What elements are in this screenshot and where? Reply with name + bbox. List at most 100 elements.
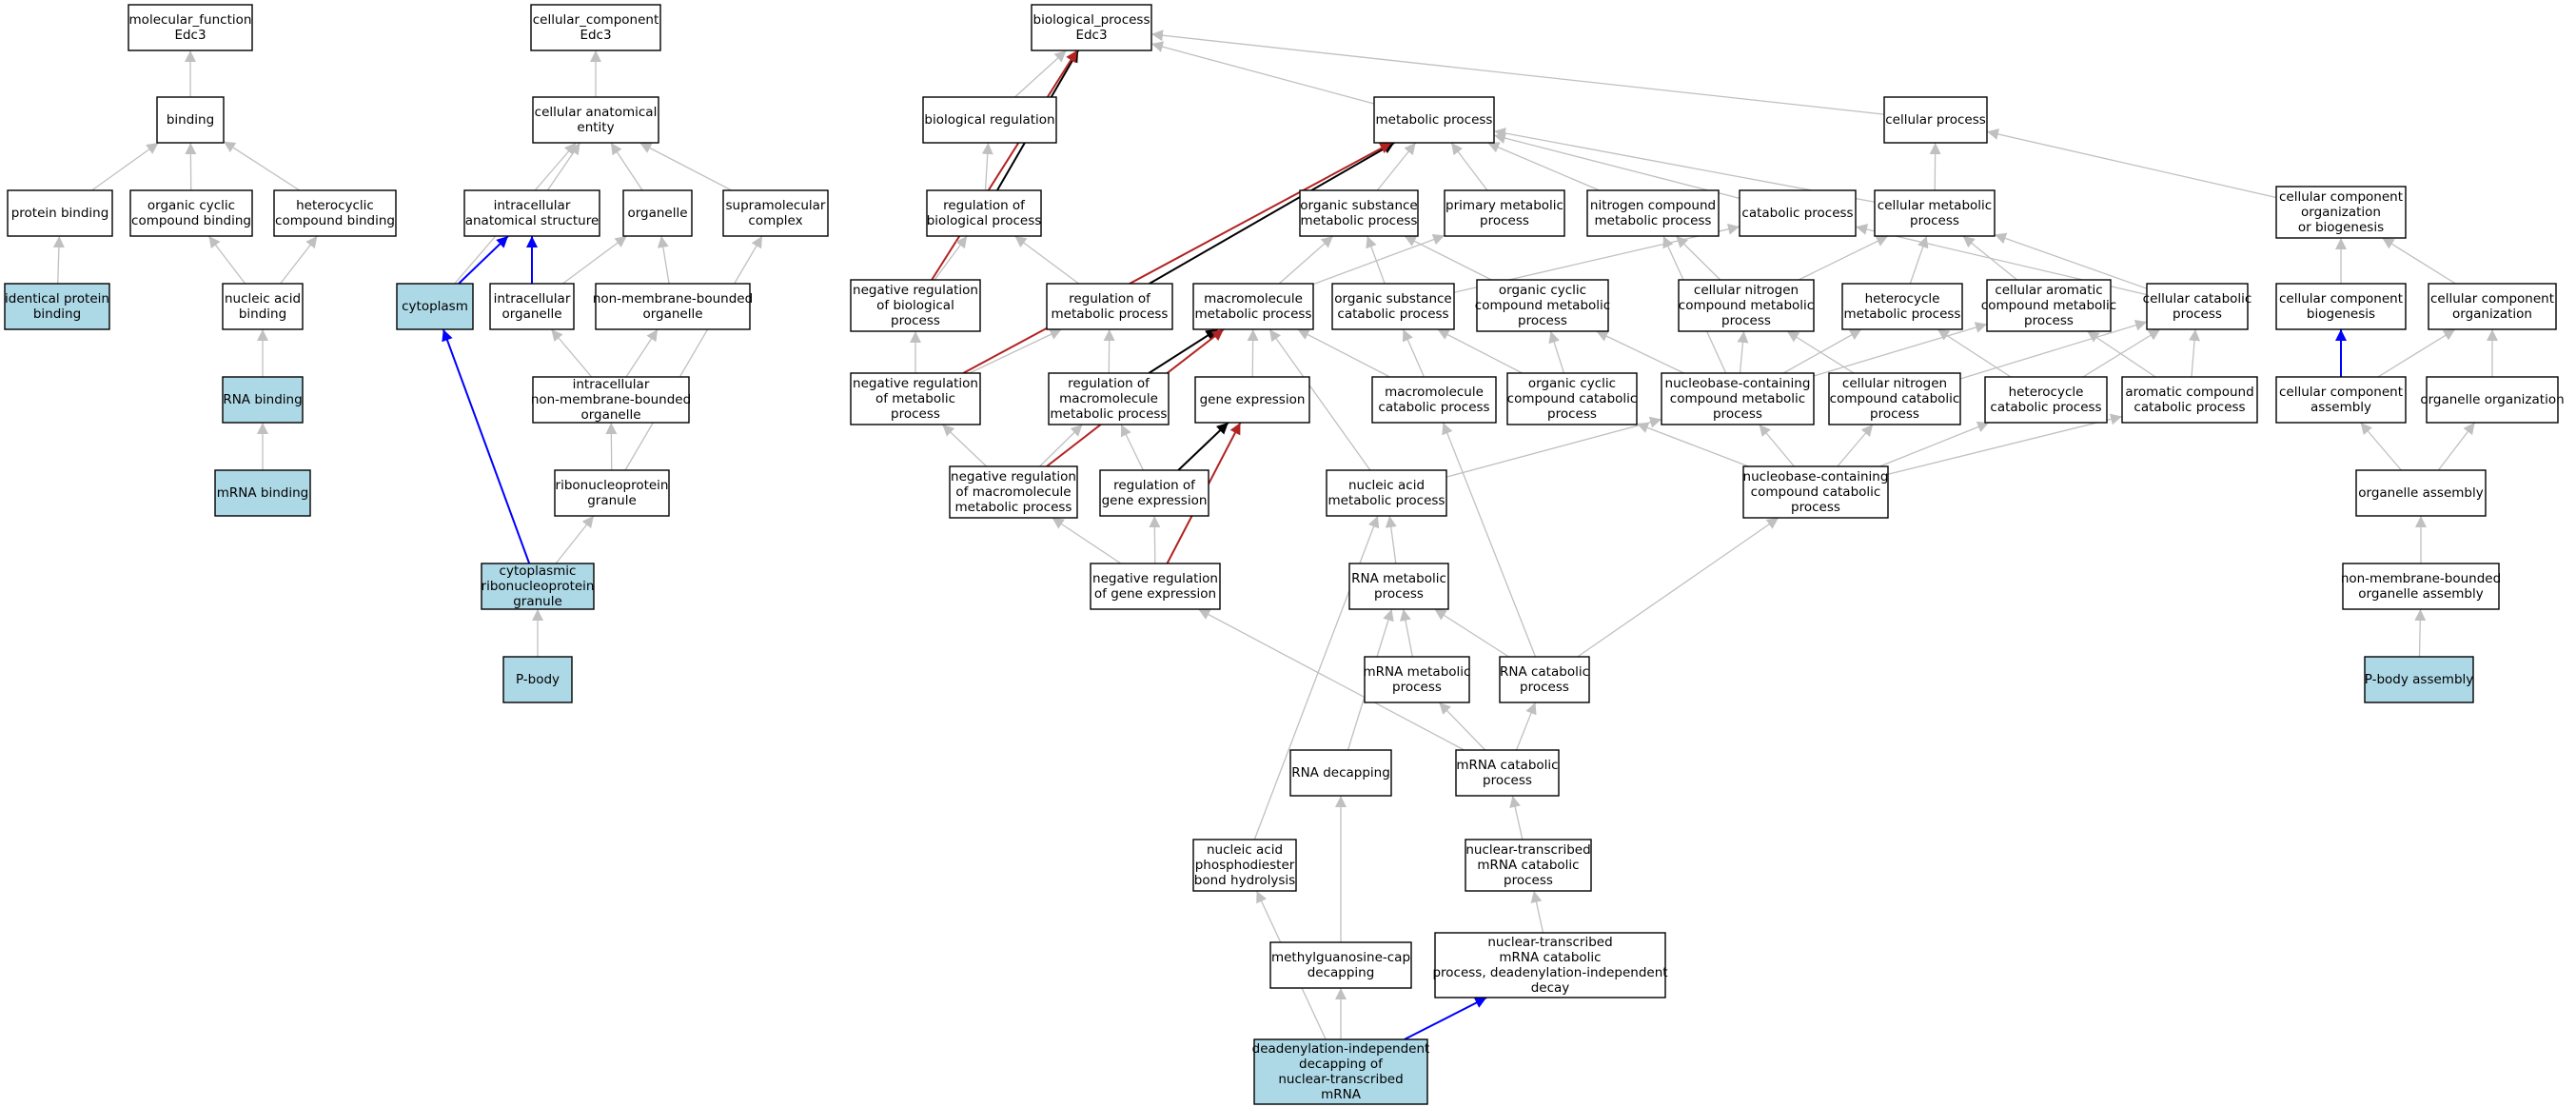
node-binding[interactable]: binding (156, 96, 225, 144)
node-organelle-assembly[interactable]: organelle assembly (2355, 469, 2487, 517)
node-metabolic[interactable]: metabolic process (1373, 96, 1495, 144)
node-label-line: process (1791, 500, 1840, 515)
node-intra-nmb[interactable]: intracellularnon-membrane-boundedorganel… (531, 376, 691, 424)
node-label-line: nuclear-transcribed (1487, 935, 1612, 950)
node-gene-expr[interactable]: gene expression (1194, 376, 1310, 424)
edge-neg_reg_bio-to-reg_bio (934, 235, 968, 281)
node-label-line: mRNA catabolic (1499, 950, 1601, 965)
node-organelle-org[interactable]: organelle organization (2420, 376, 2565, 424)
node-label-line: macromolecule (1059, 391, 1158, 406)
node-cellular-process[interactable]: cellular process (1883, 96, 1988, 144)
node-box (1434, 932, 1666, 998)
node-label-line: compound binding (275, 213, 395, 228)
edge-org_cyc_met-to-org_sub_met (1404, 235, 1492, 281)
node-mrna-binding[interactable]: mRNA binding (214, 469, 311, 517)
edge-intra_organelle-to-organelle (561, 235, 628, 285)
node-pbody-assembly[interactable]: P-body assembly (2364, 656, 2474, 703)
edge-protein_binding-to-binding (91, 142, 159, 191)
node-label-line: cellular process (1885, 112, 1986, 128)
node-box (214, 469, 311, 517)
node-box (1678, 279, 1815, 332)
edge-nmb_organelle-to-organelle (657, 235, 670, 285)
node-box (1742, 465, 1889, 519)
node-label-line: organelle (580, 407, 640, 423)
edge-het_cat-to-het_met (1937, 328, 2012, 378)
node-organelle[interactable]: organelle (622, 189, 693, 237)
node-catabolic[interactable]: catabolic process (1739, 189, 1857, 237)
edge-nbc_met-to-org_cyc_met (1596, 330, 1684, 374)
node-cytoplasm[interactable]: cytoplasm (396, 283, 474, 330)
node-label-line: intracellular (573, 377, 650, 392)
node-pbody[interactable]: P-body (502, 656, 573, 703)
node-rna-decap[interactable]: RNA decapping (1289, 749, 1392, 797)
node-protein-binding[interactable]: protein binding (7, 189, 113, 237)
edge-cc_org-to-ccob (2382, 237, 2456, 285)
node-label-line: metabolic process (1376, 112, 1493, 128)
node-label-line: compound metabolic (1981, 298, 2116, 313)
node-bio-reg[interactable]: biological regulation (922, 96, 1057, 144)
node-label-line: cellular nitrogen (1694, 283, 1799, 298)
node-rna-binding[interactable]: RNA binding (222, 376, 304, 424)
node-label-line: process (1374, 586, 1424, 602)
node-label-line: catabolic process (2134, 400, 2245, 415)
node-box (1984, 376, 2108, 424)
node-box (850, 372, 981, 425)
node-label-line: of gene expression (1094, 586, 1216, 602)
